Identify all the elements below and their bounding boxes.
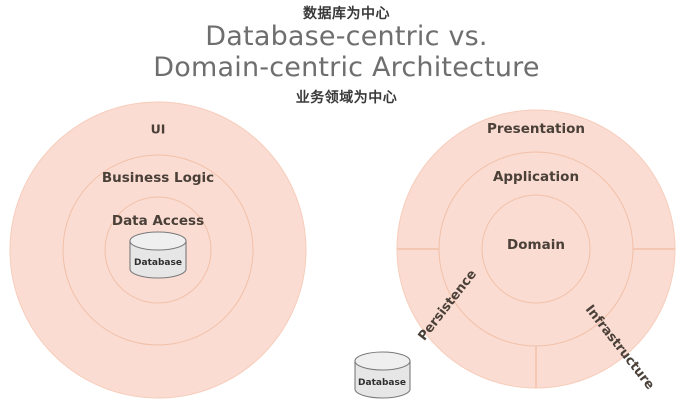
label-business-logic: Business Logic [101,170,215,186]
label-data-access: Data Access [111,213,205,229]
title-english-line-1: Database-centric vs. [205,21,488,52]
label-presentation: Presentation [486,121,586,137]
label-ui: UI [150,121,166,137]
title-english-line-2: Domain-centric Architecture [153,52,540,83]
right-diagram-domain-centric [396,109,676,389]
right-ring-domain [481,194,591,304]
cylinder-top [354,351,411,371]
title-chinese-domain-centric: 业务领域为中心 [295,90,398,106]
cylinder-top [129,231,187,251]
cylinder-body [129,240,187,279]
label-application: Application [492,169,580,185]
title-chinese-database-centric: 数据库为中心 [303,6,390,22]
right-database-cylinder [354,351,411,399]
left-database-cylinder [129,231,187,279]
label-database-bottom: Database [358,378,406,388]
label-database-left: Database [134,258,182,268]
label-domain: Domain [507,237,565,253]
cylinder-body [354,360,411,399]
